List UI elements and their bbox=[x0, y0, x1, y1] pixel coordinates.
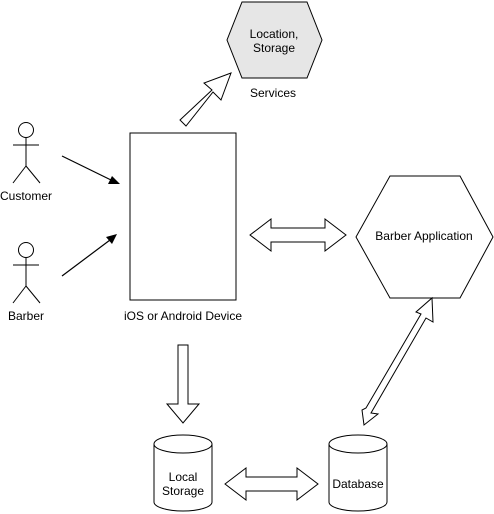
database-node[interactable]: Database bbox=[328, 434, 388, 512]
customer-right-leg bbox=[25, 165, 41, 184]
customer-left-leg bbox=[12, 165, 27, 184]
customer-label: Customer bbox=[0, 189, 52, 203]
local-storage-database-double-arrow bbox=[224, 466, 319, 502]
customer-head bbox=[18, 122, 34, 138]
device-to-services-arrow bbox=[179, 72, 232, 127]
device-box[interactable] bbox=[129, 132, 237, 301]
barber-application-node[interactable]: Barber Application bbox=[355, 175, 494, 299]
services-label-line2: Storage bbox=[253, 41, 295, 55]
customer-actor[interactable] bbox=[12, 122, 41, 184]
barber-head bbox=[18, 242, 34, 258]
services-label-line1: Location, bbox=[250, 27, 299, 41]
barber-to-device-arrowhead bbox=[106, 234, 117, 244]
device-label: iOS or Android Device bbox=[124, 309, 242, 323]
local-storage-label-line1: Local bbox=[169, 470, 198, 484]
device-app-double-arrow bbox=[249, 217, 347, 253]
customer-to-device-line bbox=[61, 155, 112, 181]
customer-to-device-arrowhead bbox=[108, 176, 120, 184]
services-node[interactable]: Location, Storage bbox=[226, 1, 323, 79]
services-caption: Services bbox=[250, 86, 296, 100]
barber-to-device-line bbox=[61, 239, 111, 277]
local-storage-label-line2: Storage bbox=[162, 484, 204, 498]
barber-application-label: Barber Application bbox=[375, 229, 472, 243]
barber-label: Barber bbox=[8, 309, 44, 323]
barber-left-leg bbox=[12, 285, 27, 304]
app-database-double-arrow bbox=[361, 296, 434, 426]
database-label: Database bbox=[332, 477, 384, 491]
device-to-local-storage-arrow bbox=[165, 344, 201, 424]
barber-actor[interactable] bbox=[12, 242, 41, 304]
local-storage-node[interactable]: Local Storage bbox=[153, 434, 213, 512]
barber-right-leg bbox=[25, 285, 41, 304]
